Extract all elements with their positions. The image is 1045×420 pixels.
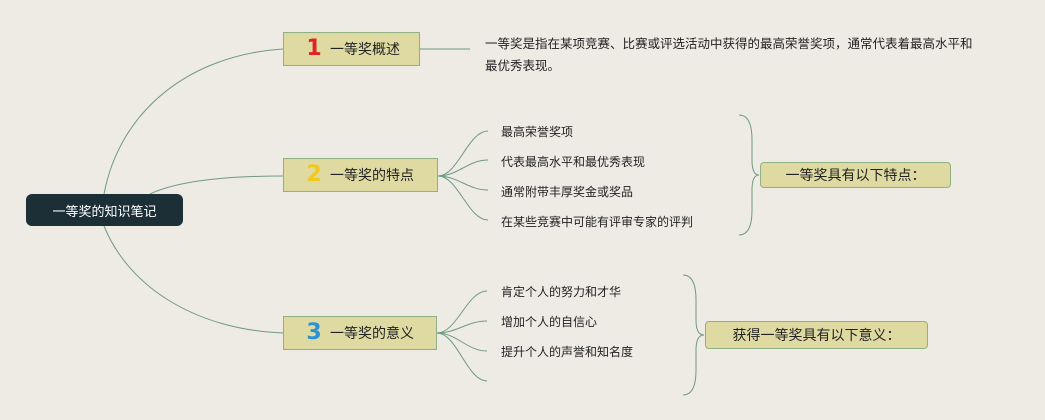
branch-features[interactable]: 2 一等奖的特点 xyxy=(283,158,438,192)
connector-root-branch-1 xyxy=(103,48,284,195)
features-summary[interactable]: 一等奖具有以下特点： xyxy=(760,162,951,188)
bracket-branch-3 xyxy=(682,274,705,396)
connector-branch-3-leaf-2 xyxy=(436,320,488,334)
significance-summary[interactable]: 获得一等奖具有以下意义： xyxy=(705,321,928,349)
bracket-branch-2 xyxy=(738,114,760,236)
branch-overview-label: 一等奖概述 xyxy=(330,42,400,58)
branch-significance[interactable]: 3 一等奖的意义 xyxy=(283,316,437,350)
significance-summary-label: 获得一等奖具有以下意义： xyxy=(732,328,901,344)
branch-significance-label: 一等奖的意义 xyxy=(330,326,414,342)
connector-root-branch-3 xyxy=(103,225,284,334)
overview-description: 一等奖是指在某项竞赛、比赛或评选活动中获得的最高荣誉奖项，通常代表着最高水平和最… xyxy=(485,36,973,73)
root-node[interactable]: 一等奖的知识笔记 xyxy=(26,194,183,226)
branch-features-label: 一等奖的特点 xyxy=(330,168,414,184)
significance-item: 提升个人的声誉和知名度 xyxy=(501,345,634,359)
feature-item: 在某些竞赛中可能有评审专家的评判 xyxy=(501,215,694,229)
connector-branch-2-leaf-4 xyxy=(437,175,489,221)
connector-branch-3-leaf-1 xyxy=(436,290,488,334)
connector-root-branch-2 xyxy=(149,175,284,195)
significance-item: 增加个人的自信心 xyxy=(501,315,598,329)
connector-branch-2-leaf-2 xyxy=(437,159,489,177)
connector-branch-2-leaf-1 xyxy=(437,130,489,177)
significance-item: 肯定个人的努力和才华 xyxy=(501,285,622,299)
branch-overview[interactable]: 1 一等奖概述 xyxy=(283,32,420,66)
connector-branch-3-leaf-4 xyxy=(436,332,488,382)
number-2-icon: 2 xyxy=(306,162,322,187)
features-summary-label: 一等奖具有以下特点： xyxy=(785,168,926,184)
feature-item: 代表最高水平和最优秀表现 xyxy=(501,155,646,169)
feature-item: 通常附带丰厚奖金或奖品 xyxy=(501,185,634,199)
number-1-icon: 1 xyxy=(306,36,322,61)
root-label: 一等奖的知识笔记 xyxy=(52,204,157,220)
number-3-icon: 3 xyxy=(306,320,322,345)
feature-item: 最高荣誉奖项 xyxy=(501,125,574,139)
